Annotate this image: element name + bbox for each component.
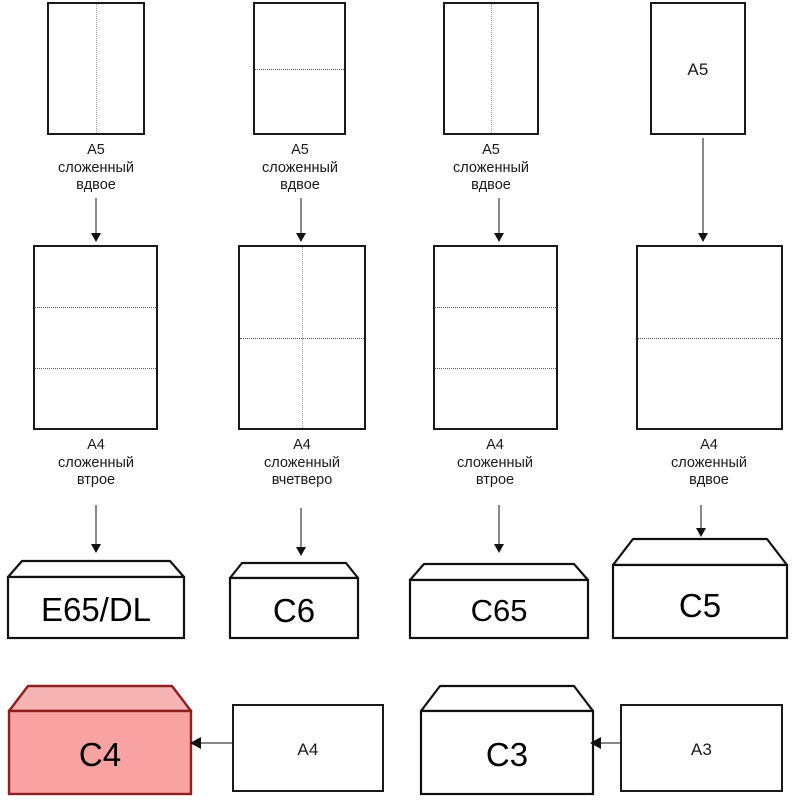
sheet-col1-a5	[47, 2, 145, 135]
envelope-c6: C6	[228, 558, 360, 640]
arrow-a3-to-c3	[590, 730, 632, 756]
fold-line-horizontal-upper	[435, 307, 556, 309]
envelope-label: C6	[272, 592, 316, 629]
envelope-label: E65/DL	[40, 591, 152, 628]
envelope-label: C65	[470, 593, 528, 628]
caption-col2-top: A5 сложенный вдвое	[261, 142, 339, 193]
fold-line-horizontal	[240, 337, 364, 339]
envelope-body	[228, 576, 360, 640]
fold-line-horizontal-upper	[35, 307, 156, 309]
envelope-flap	[7, 684, 193, 713]
caption-col1-middle: A4 сложенный втрое	[57, 437, 135, 488]
fold-line-horizontal-lower	[35, 367, 156, 369]
sheet-label: A3	[690, 740, 713, 759]
fold-line-vertical	[96, 4, 97, 133]
arrow-col4-top-to-middle	[692, 138, 714, 242]
arrow-a4-to-c4	[190, 730, 232, 756]
sheet-col3-a5	[443, 2, 539, 135]
envelope-body	[7, 709, 193, 796]
fold-line-horizontal-lower	[435, 367, 556, 369]
sheet-bottom-a3: A3	[620, 704, 783, 792]
caption-col1-top: A5 сложенный вдвое	[57, 142, 135, 193]
sheet-col3-a4	[433, 245, 558, 430]
envelope-label: C5	[678, 587, 722, 624]
arrow-col1-top-to-middle	[85, 198, 107, 242]
arrow-col2-top-to-middle	[290, 198, 312, 242]
sheet-col2-a4	[238, 245, 366, 430]
envelope-e65-dl: E65/DL	[6, 555, 186, 640]
envelope-flap	[228, 561, 360, 580]
sheet-label: A5	[687, 60, 709, 79]
caption-col2-middle: A4 сложенный вчетверо	[263, 437, 341, 488]
envelope-label: C4	[78, 736, 122, 773]
arrow-col4-middle-to-envelope	[690, 505, 712, 537]
arrow-col1-middle-to-envelope	[85, 505, 107, 553]
envelope-c4: C4	[6, 682, 194, 796]
sheet-col4-a4	[636, 245, 783, 430]
sheet-label: A4	[297, 740, 319, 759]
caption-col3-top: A5 сложенный вдвое	[452, 142, 530, 193]
envelope-flap	[419, 684, 595, 713]
fold-line-vertical	[491, 4, 492, 133]
arrow-col2-middle-to-envelope	[290, 508, 312, 556]
fold-line-vertical	[302, 247, 303, 428]
envelope-label: C3	[485, 736, 529, 773]
arrow-col3-middle-to-envelope	[488, 505, 510, 553]
envelope-body	[408, 578, 590, 640]
envelope-c5: C5	[611, 535, 789, 640]
fold-line-horizontal	[255, 68, 344, 70]
envelope-body	[611, 563, 789, 640]
envelope-flap	[408, 562, 590, 582]
envelope-c3: C3	[418, 682, 596, 796]
sheet-bottom-a4: A4	[232, 704, 384, 792]
envelope-body	[6, 575, 186, 640]
sheet-col4-a5: A5	[650, 2, 746, 135]
sheet-col2-a5	[253, 2, 346, 135]
arrow-col3-top-to-middle	[488, 198, 510, 242]
caption-col4-middle: A4 сложенный вдвое	[670, 437, 748, 488]
fold-line-horizontal	[638, 337, 781, 339]
caption-col3-middle: A4 сложенный втрое	[456, 437, 534, 488]
envelope-c65: C65	[408, 558, 590, 640]
envelope-flap	[611, 537, 789, 567]
sheet-col1-a4	[33, 245, 158, 430]
envelope-flap	[6, 559, 186, 579]
envelope-body	[419, 709, 595, 796]
